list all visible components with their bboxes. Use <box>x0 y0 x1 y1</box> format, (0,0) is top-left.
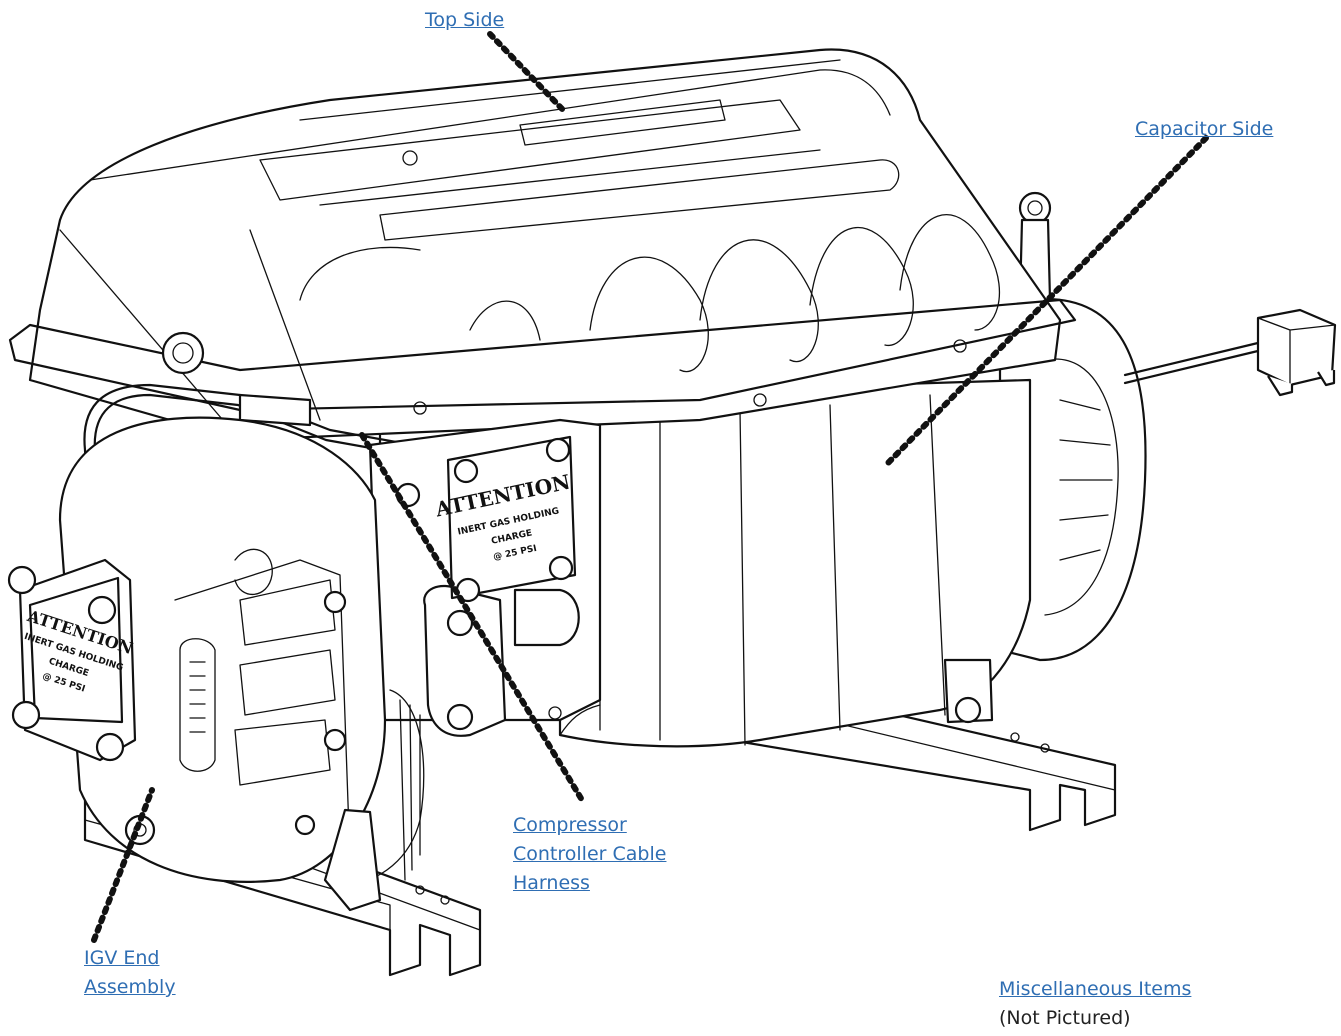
compressor-line-1: Compressor <box>513 814 627 836</box>
compressor-mid-block <box>368 418 602 737</box>
cover-screws <box>402 150 967 415</box>
leader-compressor-harness <box>359 432 585 803</box>
compressor-controller-cable-harness-link[interactable]: Compressor Controller Cable Harness <box>513 811 666 898</box>
miscellaneous-items-link[interactable]: Miscellaneous Items <box>999 978 1192 1000</box>
igv-end-assembly-link[interactable]: IGV End Assembly <box>84 944 176 1002</box>
igv-end-assembly <box>7 416 425 912</box>
leader-top-side <box>487 31 568 115</box>
top-cover <box>8 48 1077 442</box>
rear-motor-end <box>998 191 1147 662</box>
leader-capacitor-side <box>885 135 1209 466</box>
leader-igv-end <box>91 787 155 943</box>
compressor-line-3: Harness <box>513 872 590 894</box>
igv-line-2: Assembly <box>84 976 176 998</box>
top-side-link[interactable]: Top Side <box>425 9 505 31</box>
compressor-line-2: Controller Cable <box>513 843 667 865</box>
capacitor-side-link[interactable]: Capacitor Side <box>1135 118 1274 140</box>
not-pictured-note: (Not Pictured) <box>999 1007 1131 1029</box>
external-cable <box>1123 308 1337 397</box>
igv-line-1: IGV End <box>84 947 160 969</box>
